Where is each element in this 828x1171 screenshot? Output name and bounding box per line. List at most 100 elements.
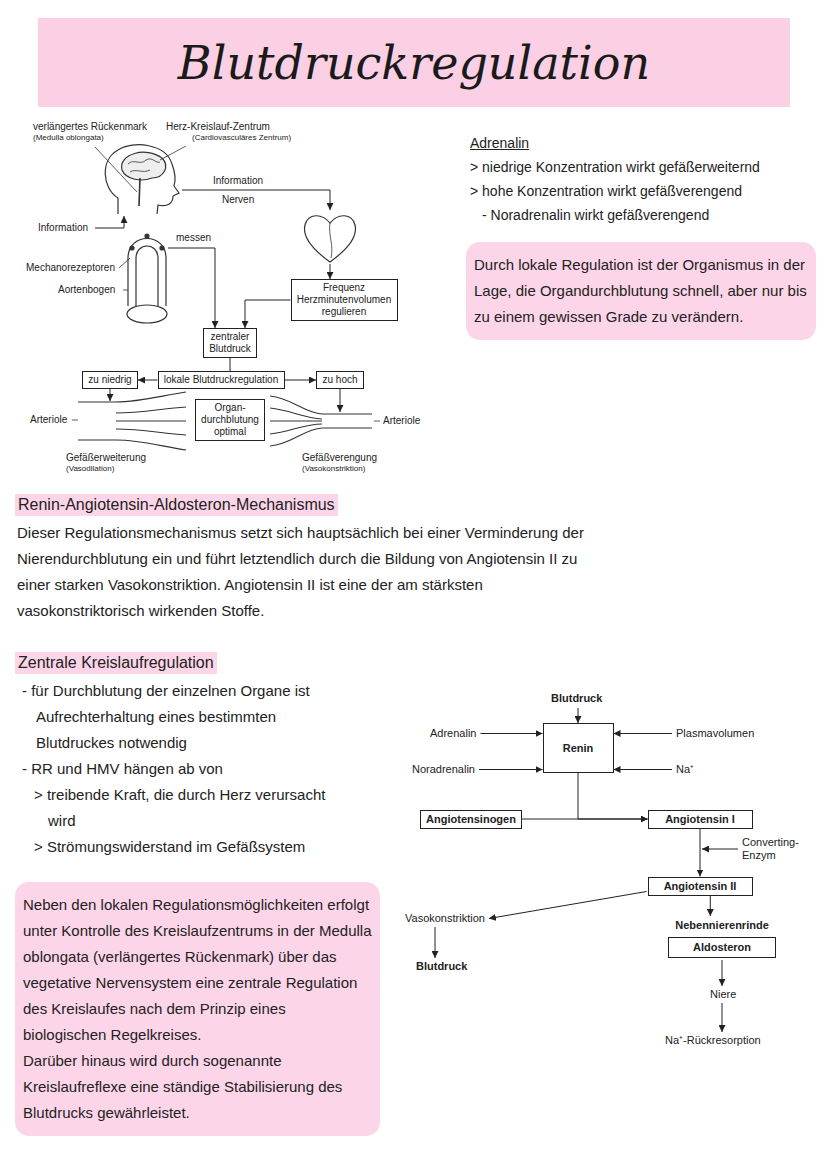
- effect-label: Vasokonstriktion: [405, 912, 485, 925]
- leader-line: [72, 420, 78, 421]
- factor-label: Plasmavolumen: [676, 727, 754, 740]
- title-text: Blutdruckregulation: [178, 36, 650, 90]
- bullet-text: - für Durchblutung der einzelnen Organe …: [22, 678, 344, 756]
- leader-line: [374, 421, 380, 422]
- substance-box: Angiotensinogen: [420, 810, 522, 829]
- vessel-wall: [78, 440, 186, 450]
- anatomy-label: Arteriole: [30, 414, 67, 426]
- flow-arrow: [614, 769, 673, 770]
- result-box: Organ- durchblutung optimal: [195, 399, 265, 441]
- anatomy-label: Mechanorezeptoren: [26, 262, 115, 274]
- connector: [138, 380, 158, 381]
- bullet-text: - RR und HMV hängen ab von: [22, 756, 223, 782]
- vessel-wall: [78, 392, 186, 402]
- mechanoreceptor: [130, 246, 134, 250]
- vessel-branch: [270, 424, 322, 434]
- aortic-arch: [136, 246, 158, 306]
- anatomy-label: (Medulla oblongata): [33, 133, 104, 143]
- factor-label: Noradrenalin: [412, 763, 475, 776]
- text-heading: Adrenalin: [470, 131, 529, 155]
- box-text: Angiotensin II: [664, 880, 737, 893]
- connector: [230, 358, 231, 371]
- flow-arrow: [481, 733, 543, 734]
- leader-line: [123, 290, 128, 291]
- flow-arrow: [702, 849, 738, 850]
- box-text: zu niedrig: [88, 374, 131, 386]
- vessel-branch: [116, 407, 186, 413]
- anatomy-label: Aortenbogen: [58, 284, 115, 296]
- hormone-box: Renin: [543, 723, 614, 773]
- leader-line: [95, 147, 137, 192]
- aortic-arch-illustration: [127, 234, 167, 323]
- process-box: lokale Blutdruckregulation: [158, 371, 285, 389]
- box-text: Angiotensinogen: [426, 813, 516, 826]
- box-text: zentraler Blutdruck: [209, 331, 251, 355]
- box-text: Neben den lokalen Regulationsmöglichkeit…: [23, 892, 372, 1048]
- factor-label: Adrenalin: [430, 727, 476, 740]
- bullet-text: > treibende Kraft, die durch Herz verurs…: [34, 782, 340, 834]
- heading-text: Nebennierenrinde: [675, 919, 769, 932]
- note-box: Durch lokale Regulation ist der Organism…: [466, 242, 816, 340]
- heart-small: [127, 305, 167, 323]
- vessel-dilated: [78, 392, 186, 450]
- title-band: Blutdruckregulation: [38, 18, 790, 107]
- flow-arrow: [330, 264, 331, 279]
- caption-label: Gefäßverengung: [302, 452, 377, 464]
- factor-label: Na⁺: [676, 763, 694, 776]
- process-box: zentraler Blutdruck: [203, 328, 257, 358]
- substance-box: Angiotensin II: [648, 877, 753, 896]
- nerve-line: [95, 216, 124, 228]
- flow-arrow: [340, 389, 341, 412]
- factor-label: Blutdruck: [551, 692, 602, 705]
- caption-label: Gefäßerweiterung: [66, 452, 146, 464]
- heart-outline: [304, 216, 355, 262]
- nerve-lines: [95, 190, 330, 228]
- brain: [122, 152, 166, 180]
- flow-arrow: [110, 389, 111, 401]
- box-text: Durch lokale Regulation ist der Organism…: [474, 252, 808, 330]
- vessel-branch: [270, 408, 322, 419]
- heart-illustration: [304, 216, 355, 262]
- organ-label: Niere: [710, 988, 736, 1001]
- caption-label: (Vasokonstriktion): [302, 464, 365, 474]
- aortic-arch: [128, 239, 166, 307]
- enzyme-label: Converting-Enzym: [742, 836, 812, 862]
- vessel-branch: [270, 420, 322, 421]
- brain-folds: [128, 159, 160, 172]
- box-text: zu hoch: [322, 374, 357, 386]
- vessel-branch: [116, 420, 186, 421]
- anatomy-label: verlängertes Rückenmark: [33, 121, 147, 133]
- box-text: lokale Blutdruckregulation: [164, 374, 279, 386]
- connector: [710, 896, 711, 917]
- flow-arrow: [435, 927, 436, 958]
- flow-arrow: [489, 892, 647, 919]
- flow-arrow: [614, 733, 673, 734]
- decision-box: zu niedrig: [82, 371, 138, 389]
- note-box: Neben den lokalen Regulationsmöglichkeit…: [15, 882, 380, 1136]
- brain-stem: [139, 178, 140, 206]
- vessel-branch: [116, 429, 186, 435]
- bullet-text: > hohe Konzentration wirkt gefäßverengen…: [470, 179, 742, 203]
- connector: [245, 300, 291, 328]
- effect-label: Blutdruck: [416, 960, 467, 973]
- anatomy-label: Arteriole: [383, 415, 420, 427]
- box-text: Renin: [563, 742, 594, 755]
- head-outline: [105, 145, 179, 214]
- box-text: Organ- durchblutung optimal: [201, 402, 259, 438]
- nerve-line: [182, 190, 330, 210]
- process-box: Frequenz Herzminutenvolumen regulieren: [291, 279, 398, 321]
- section-heading: Renin-Angiotensin-Aldosteron-Mechanismus: [15, 494, 338, 516]
- flow-arrow: [479, 769, 543, 770]
- mechanoreceptor: [160, 246, 164, 250]
- organ-group: NebennierenrindeAldosteron: [668, 916, 776, 958]
- heart-detail: [330, 223, 332, 258]
- bullet-text: > niedrige Konzentration wirkt gefäßerwe…: [470, 155, 760, 179]
- vessel-constricted: [270, 396, 372, 446]
- head-illustration: [105, 145, 179, 214]
- anatomy-label: Herz-Kreislauf-Zentrum: [166, 121, 270, 133]
- caption-label: (Vasodilation): [66, 464, 114, 474]
- bullet-text: - Noradrenalin wirkt gefäßverengend: [482, 203, 709, 227]
- flow-arrow: [578, 708, 579, 723]
- mechanoreceptor: [145, 234, 149, 238]
